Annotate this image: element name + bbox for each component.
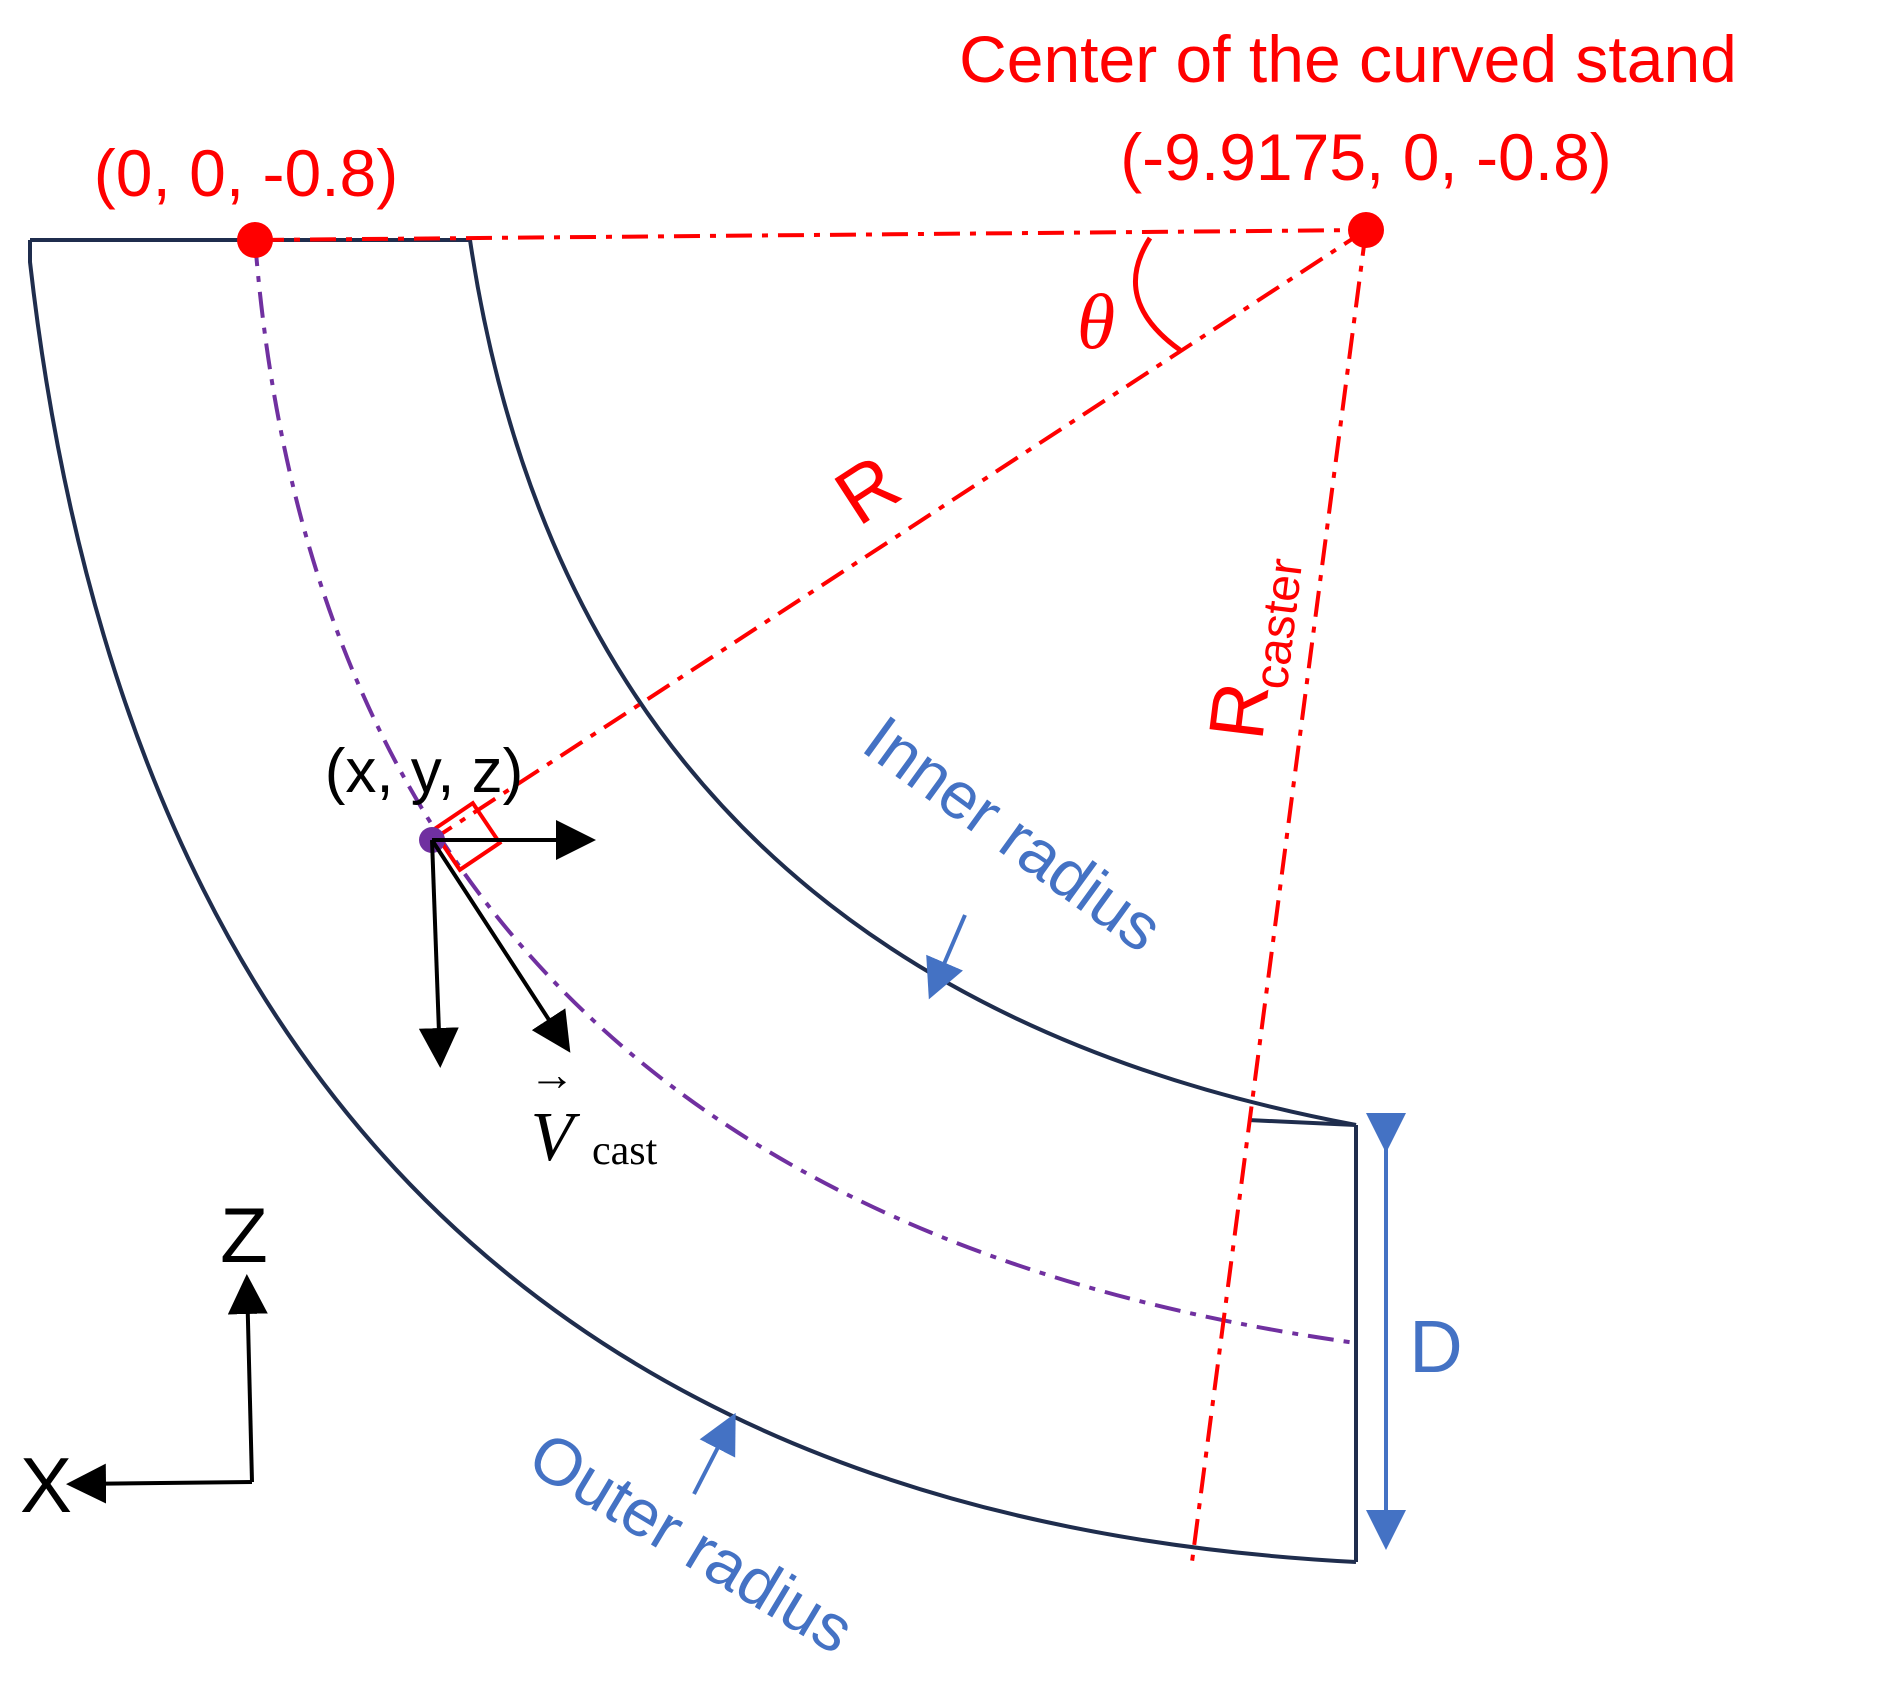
inner-radius-pointer [926,914,967,1000]
point-coordinate-label: (x, y, z) [325,737,524,806]
radius-line-R [430,228,1368,842]
R-caster-main: R [1192,677,1286,744]
R-caster-subscript: caster [1245,556,1314,692]
v-cast-arrow [430,838,571,1053]
outer-radius-pointer [692,1412,736,1495]
axis-z-label: Z [220,1191,268,1279]
right-angle-marker [430,800,503,873]
strand-inner-lip [1247,1118,1357,1127]
local-z-arrow [418,839,459,1068]
strand-inner-radius-edge [468,239,1357,1127]
inner-radius-label: Inner radius [851,701,1176,966]
v-cast-arrow-glyph: → [529,1049,575,1100]
axis-x-arrow [66,1463,253,1504]
strand-centerline [253,239,1357,1345]
origin-point [237,222,273,258]
R-caster-label: R caster [1192,556,1314,744]
dimension-D-label: D [1409,1305,1462,1388]
R-label: R [820,437,915,541]
origin-coordinate-label: (0, 0, -0.8) [94,136,398,210]
center-point [1348,212,1384,248]
axis-x-label: X [20,1441,72,1529]
radius-line-caster [1190,229,1368,1563]
axis-z-arrow [227,1274,268,1483]
center-title-label: Center of the curved stand [959,22,1737,96]
v-cast-main: V [531,1099,581,1176]
center-coordinate-label: (-9.9175, 0, -0.8) [1120,120,1612,194]
strand-outer-radius-edge [28,240,1357,1564]
theta-label: θ [1077,278,1115,365]
reference-line-horizontal [257,228,1367,242]
v-cast-subscript: cast [592,1128,658,1174]
theta-arc [1133,236,1182,353]
v-cast-label: → V cast [529,1049,658,1176]
outer-radius-label: Outer radius [517,1417,866,1667]
